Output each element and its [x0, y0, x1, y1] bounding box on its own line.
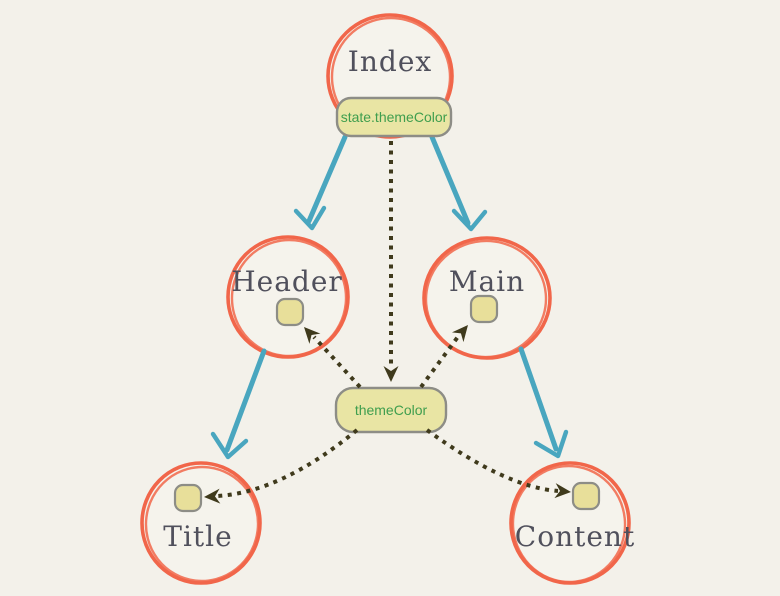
- flow-prop-to-header-arrowhead-icon: [304, 327, 321, 344]
- tree-edges: [210, 134, 569, 460]
- main-label: Main: [449, 265, 525, 298]
- prop-badge-box: [334, 386, 448, 434]
- edge-index-main: [429, 134, 471, 226]
- flow-prop-to-content-arrowhead-icon: [554, 483, 571, 499]
- flow-prop-to-header: [312, 335, 362, 389]
- content-circle-sketch: [511, 464, 627, 584]
- content-label: Content: [515, 520, 635, 553]
- header-circle-fill: [230, 239, 346, 355]
- header-circle-sketch: [230, 238, 348, 358]
- title-prop-slot: [173, 483, 203, 513]
- state-badge-box: [335, 96, 453, 138]
- edge-index-header-arrowhead-icon: [293, 205, 327, 231]
- edge-main-content: [518, 346, 559, 452]
- themecolor-badge: themeColor: [334, 386, 448, 434]
- prop-slots: [173, 294, 601, 513]
- state-badge-label: state.themeColor: [341, 109, 448, 125]
- node-header: [226, 235, 350, 359]
- flow-prop-to-content: [425, 428, 559, 493]
- node-labels: Index Header Main Title Content: [163, 45, 635, 553]
- edge-index-header: [306, 134, 348, 224]
- edge-header-title-arrowhead-icon: [210, 431, 249, 460]
- main-circle-sketch: [424, 239, 548, 359]
- header-prop-slot: [275, 297, 305, 327]
- content-prop-slot: [571, 481, 601, 511]
- flow-prop-to-title-arrowhead-icon: [204, 488, 221, 504]
- header-label: Header: [231, 265, 343, 298]
- main-prop-slot: [469, 294, 499, 324]
- title-circle: [140, 461, 262, 585]
- flow-state-to-prop-arrowhead-icon: [383, 366, 399, 382]
- index-label: Index: [348, 45, 432, 78]
- state-themecolor-badge: state.themeColor: [335, 96, 453, 138]
- edge-index-main-arrowhead-icon: [451, 208, 488, 232]
- title-circle-sketch: [144, 465, 260, 583]
- edge-main-content-arrowhead-icon: [533, 429, 569, 459]
- edge-header-title: [224, 348, 267, 453]
- title-label: Title: [163, 520, 232, 553]
- flow-prop-to-main-arrowhead-icon: [451, 325, 468, 343]
- flow-prop-to-main: [419, 332, 462, 389]
- flow-prop-to-title: [217, 428, 359, 498]
- prop-badge-label: themeColor: [355, 402, 428, 418]
- data-flow-edges: [204, 141, 571, 504]
